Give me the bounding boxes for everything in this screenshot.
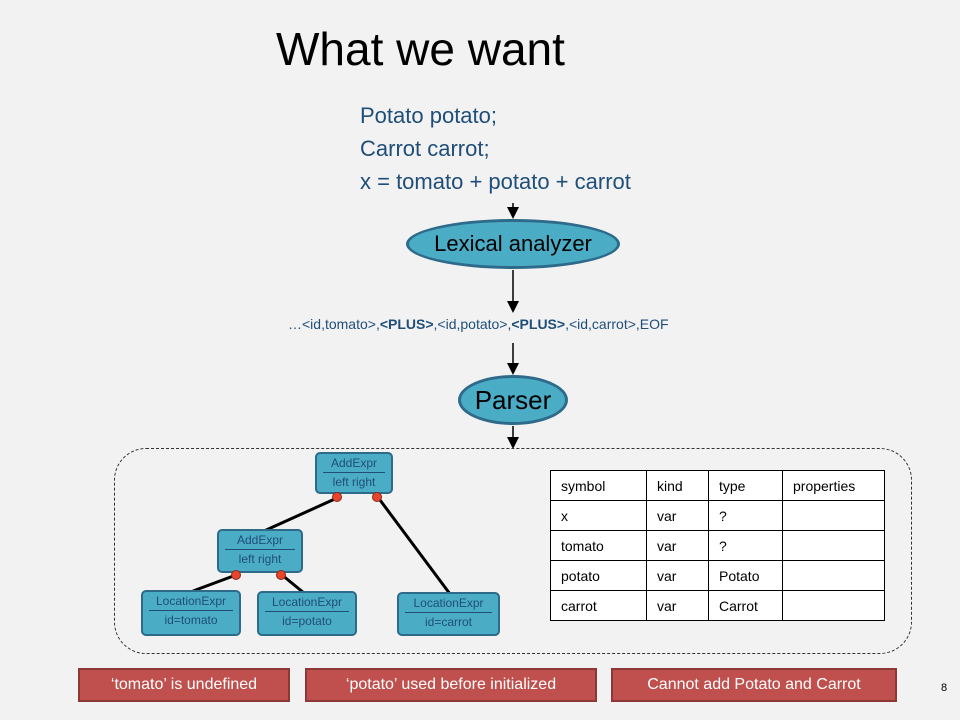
edge-inner-right — [281, 573, 305, 595]
error-text: ‘tomato’ is undefined — [110, 676, 258, 693]
error-box-uninitialized: ‘potato’ used before initialized — [305, 668, 597, 702]
table-header-row: symbol kind type properties — [550, 470, 885, 501]
slide-title: What we want — [276, 23, 565, 75]
ast-node-title: LocationExpr — [265, 595, 349, 612]
token-part-1: …<id,tomato>, — [288, 316, 380, 332]
code-line-3: x = tomato + potato + carrot — [360, 169, 631, 194]
table-cell: potato — [550, 560, 647, 591]
table-cell: var — [646, 590, 709, 621]
edge-root-right — [375, 495, 452, 595]
pointer-dot-root-right — [372, 492, 382, 502]
ast-node-fields: id=tomato — [164, 613, 218, 627]
ast-region — [114, 448, 912, 654]
code-line-1: Potato potato; — [360, 103, 497, 128]
error-box-undefined: ‘tomato’ is undefined — [78, 668, 290, 702]
ast-node-fields: left right — [332, 475, 376, 489]
table-cell: ? — [708, 530, 783, 561]
code-line-2: Carrot carrot; — [360, 136, 490, 161]
symbol-table: symbol kind type properties x var ? toma… — [550, 470, 885, 621]
pointer-dot-root-left — [332, 492, 342, 502]
table-cell — [782, 500, 885, 531]
token-plus-1: <PLUS> — [379, 316, 434, 332]
ast-node-root-addexpr: AddExpr left right — [315, 452, 393, 494]
table-row: carrot var Carrot — [550, 590, 885, 621]
ast-node-title: AddExpr — [323, 456, 385, 473]
ast-node-title: AddExpr — [225, 533, 295, 550]
header-cell: symbol — [550, 470, 647, 501]
ast-node-location-potato: LocationExpr id=potato — [257, 591, 357, 636]
table-cell — [782, 530, 885, 561]
table-row: x var ? — [550, 500, 885, 531]
table-cell: x — [550, 500, 647, 531]
header-cell: type — [708, 470, 783, 501]
table-cell: Potato — [708, 560, 783, 591]
parser-label: Parser — [474, 384, 552, 415]
ast-node-location-tomato: LocationExpr id=tomato — [141, 590, 241, 636]
token-part-2: ,<id,potato>, — [433, 316, 512, 332]
table-cell: var — [646, 560, 709, 591]
token-part-3: ,<id,carrot>,EOF — [565, 316, 669, 332]
table-row: potato var Potato — [550, 560, 885, 591]
header-cell: kind — [646, 470, 709, 501]
edge-root-left — [263, 496, 338, 533]
ast-node-title: LocationExpr — [405, 596, 492, 613]
error-text: Cannot add Potato and Carrot — [647, 676, 861, 693]
pointer-dot-inner-left — [231, 570, 241, 580]
table-row: tomato var ? — [550, 530, 885, 561]
ast-node-fields: id=carrot — [424, 615, 473, 629]
ast-node-inner-addexpr: AddExpr left right — [217, 529, 303, 573]
table-cell: var — [646, 530, 709, 561]
table-cell — [782, 590, 885, 621]
table-cell: var — [646, 500, 709, 531]
ast-node-location-carrot: LocationExpr id=carrot — [397, 592, 500, 636]
page-number: 8 — [941, 682, 948, 694]
ast-node-fields: left right — [238, 552, 282, 566]
parser-node: Parser — [458, 375, 568, 425]
table-cell: tomato — [550, 530, 647, 561]
lexical-analyzer-label: Lexical analyzer — [434, 231, 592, 256]
table-cell: Carrot — [708, 590, 783, 621]
ast-node-title: LocationExpr — [149, 594, 233, 611]
error-text: ‘potato’ used before initialized — [345, 676, 557, 693]
token-stream: …<id,tomato>,<PLUS>,<id,potato>,<PLUS>,<… — [288, 316, 669, 332]
table-cell: ? — [708, 500, 783, 531]
lexical-analyzer-node: Lexical analyzer — [406, 219, 620, 269]
table-cell — [782, 560, 885, 591]
error-box-type-mismatch: Cannot add Potato and Carrot — [611, 668, 897, 702]
table-cell: carrot — [550, 590, 647, 621]
ast-node-fields: id=potato — [282, 614, 332, 628]
pointer-dot-inner-right — [276, 570, 286, 580]
header-cell: properties — [782, 470, 885, 501]
edge-inner-left — [192, 573, 237, 593]
token-plus-2: <PLUS> — [511, 316, 566, 332]
